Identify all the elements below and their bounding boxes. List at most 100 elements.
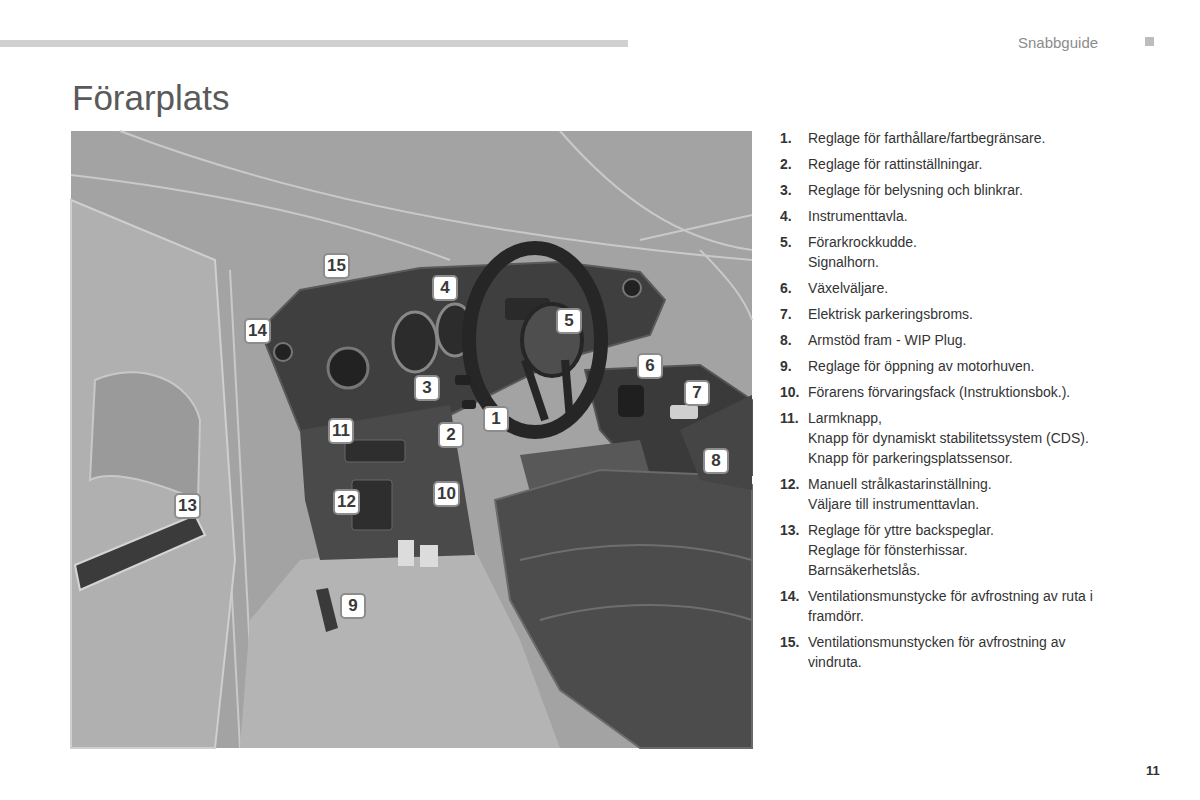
item-text: Väljare till instrumenttavlan. — [808, 494, 1100, 514]
callout-number: 10 — [433, 481, 460, 507]
pedal — [420, 545, 438, 567]
item-number: 14. — [780, 586, 808, 626]
list-item: 8.Armstöd fram - WIP Plug. — [780, 330, 1120, 350]
item-body: Reglage för yttre backspeglar.Reglage fö… — [808, 520, 1100, 580]
item-text: Manuell strålkastarinställning. — [808, 474, 1100, 494]
item-text: Växelväljare. — [808, 278, 1100, 298]
item-body: Elektrisk parkeringsbroms. — [808, 304, 1100, 324]
item-number: 7. — [780, 304, 808, 324]
item-text: Förarkrockkudde. — [808, 232, 1100, 252]
door-panel — [71, 200, 235, 748]
gauge — [393, 312, 437, 372]
item-text: Reglage för öppning av motorhuven. — [808, 356, 1100, 376]
door-handle-area — [90, 372, 200, 500]
list-item: 13.Reglage för yttre backspeglar.Reglage… — [780, 520, 1120, 580]
airbag-hub — [522, 304, 582, 376]
item-number: 10. — [780, 382, 808, 402]
callout-number: 4 — [432, 275, 458, 301]
switch-panel — [345, 440, 405, 462]
list-item: 10.Förarens förvaringsfack (Instruktions… — [780, 382, 1120, 402]
wheel-spoke — [525, 360, 570, 420]
header-square — [1145, 37, 1154, 46]
item-body: Ventilationsmunstycken för avfrostning a… — [808, 632, 1100, 672]
callout-number: 1 — [483, 406, 509, 432]
window-switch-panel — [75, 515, 205, 590]
item-text: Knapp för parkeringsplatssensor. — [808, 448, 1100, 468]
page-number: 11 — [1146, 763, 1160, 778]
item-body: Förarens förvaringsfack (Instruktionsbok… — [808, 382, 1100, 402]
callout-number: 6 — [637, 353, 663, 379]
body-outline — [71, 131, 752, 748]
item-text: Signalhorn. — [808, 252, 1100, 272]
item-body: Förarkrockkudde.Signalhorn. — [808, 232, 1100, 272]
callout-number: 11 — [328, 418, 354, 444]
list-item: 3.Reglage för belysning och blinkrar. — [780, 180, 1120, 200]
list-item: 5.Förarkrockkudde.Signalhorn. — [780, 232, 1120, 272]
picture-ground — [71, 131, 752, 748]
pedal — [398, 540, 414, 566]
side-vent — [274, 343, 292, 361]
parking-brake — [670, 405, 698, 419]
callout-number: 12 — [333, 489, 360, 515]
item-body: Reglage för farthållare/fartbegränsare. — [808, 128, 1100, 148]
item-body: Ventilationsmunstycke för avfrostning av… — [808, 586, 1100, 626]
callout-number: 7 — [684, 380, 710, 406]
callout-number: 2 — [438, 422, 464, 448]
side-vent — [623, 279, 641, 297]
item-text: Ventilationsmunstycken för avfrostning a… — [808, 632, 1100, 672]
item-text: Armstöd fram - WIP Plug. — [808, 330, 1100, 350]
item-body: Manuell strålkastarinställning.Väljare t… — [808, 474, 1100, 514]
item-number: 2. — [780, 154, 808, 174]
item-body: Larmknapp,Knapp för dynamiskt stabilitet… — [808, 408, 1100, 468]
callout-number: 8 — [703, 448, 729, 474]
list-item: 15.Ventilationsmunstycken för avfrostnin… — [780, 632, 1120, 672]
item-number: 6. — [780, 278, 808, 298]
item-body: Växelväljare. — [808, 278, 1100, 298]
steering-wheel — [469, 248, 601, 432]
list-item: 6.Växelväljare. — [780, 278, 1120, 298]
item-text: Instrumenttavla. — [808, 206, 1100, 226]
item-text: Reglage för farthållare/fartbegränsare. — [808, 128, 1100, 148]
callout-number: 15 — [323, 253, 350, 279]
item-body: Reglage för öppning av motorhuven. — [808, 356, 1100, 376]
item-body: Reglage för belysning och blinkrar. — [808, 180, 1100, 200]
seat — [495, 470, 752, 748]
callout-number: 3 — [414, 375, 440, 401]
hood-lever — [316, 588, 338, 632]
section-header: Snabbguide — [1018, 34, 1098, 51]
item-number: 11. — [780, 408, 808, 468]
list-item: 1.Reglage för farthållare/fartbegränsare… — [780, 128, 1120, 148]
item-text: Reglage för yttre backspeglar. — [808, 520, 1100, 540]
item-text: Ventilationsmunstycke för avfrostning av… — [808, 586, 1100, 626]
armrest — [680, 395, 752, 490]
list-item: 12.Manuell strålkastarinställning.Väljar… — [780, 474, 1120, 514]
item-text: Reglage för rattinställningar. — [808, 154, 1100, 174]
item-number: 8. — [780, 330, 808, 350]
callout-number: 5 — [556, 308, 582, 334]
list-item: 9.Reglage för öppning av motorhuven. — [780, 356, 1120, 376]
seat-seams — [520, 545, 752, 620]
item-number: 3. — [780, 180, 808, 200]
item-text: Barnsäkerhetslås. — [808, 560, 1100, 580]
page-title: Förarplats — [72, 78, 230, 118]
list-item: 4.Instrumenttavla. — [780, 206, 1120, 226]
item-number: 5. — [780, 232, 808, 272]
item-text: Förarens förvaringsfack (Instruktionsbok… — [808, 382, 1100, 402]
stalk — [455, 375, 471, 385]
legend-list: 1.Reglage för farthållare/fartbegränsare… — [780, 128, 1120, 678]
callout-number: 9 — [340, 593, 366, 619]
item-body: Armstöd fram - WIP Plug. — [808, 330, 1100, 350]
item-number: 15. — [780, 632, 808, 672]
stalk — [462, 400, 476, 409]
list-item: 11.Larmknapp,Knapp för dynamiskt stabili… — [780, 408, 1120, 468]
item-text: Knapp för dynamiskt stabilitetssystem (C… — [808, 428, 1100, 448]
list-item: 14.Ventilationsmunstycke för avfrostning… — [780, 586, 1120, 626]
list-item: 2.Reglage för rattinställningar. — [780, 154, 1120, 174]
item-number: 4. — [780, 206, 808, 226]
item-number: 1. — [780, 128, 808, 148]
gear-selector — [618, 385, 644, 417]
item-number: 12. — [780, 474, 808, 514]
callout-number: 14 — [244, 318, 271, 344]
header-bar — [0, 40, 628, 47]
